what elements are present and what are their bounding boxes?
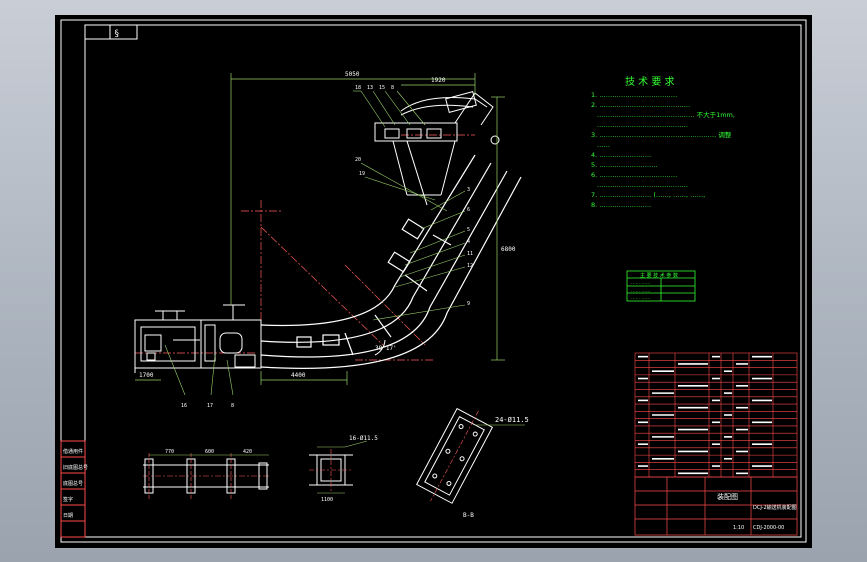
callout-left-0: 20 bbox=[355, 157, 361, 163]
drawing-sheet: § 借通用件 旧底图总号 底图总号 签字 日期 bbox=[55, 15, 812, 548]
tech-note-8: 6. ……………………………… bbox=[591, 171, 677, 179]
tech-note-2: ……………………………………… 不大于1mm, bbox=[597, 110, 735, 119]
stamp-label-0: 借通用件 bbox=[63, 448, 83, 455]
param-table-title: 主 要 技 术 参 数 bbox=[640, 272, 678, 279]
leaders bbox=[164, 90, 466, 396]
callout-right-1: 6 bbox=[467, 207, 470, 213]
tech-note-11: 8. …………………… bbox=[591, 201, 651, 209]
curved-trough bbox=[260, 154, 522, 369]
detail-holes-note: 24-Ø11.5 bbox=[495, 416, 529, 424]
tech-note-9: …………………………………… bbox=[597, 181, 688, 189]
plan-view bbox=[143, 453, 269, 499]
bom-table bbox=[634, 352, 798, 478]
callout-bottom-2: 8 bbox=[231, 403, 234, 409]
inner-frame bbox=[84, 24, 802, 538]
title-drawing-number: CDJ-2000-00 bbox=[753, 525, 784, 531]
param-row-1: …… …… bbox=[631, 289, 650, 294]
plan-dim-2: 420 bbox=[243, 449, 252, 455]
stamp-column bbox=[60, 440, 86, 538]
param-row-2: …… …… bbox=[631, 296, 650, 301]
angle-arc bbox=[374, 339, 386, 356]
callout-top-3: 8 bbox=[391, 85, 394, 91]
section-sub-dim: 1100 bbox=[321, 497, 333, 503]
tech-notes-title: 技 术 要 求 bbox=[625, 75, 675, 88]
title-name-label: 装配图 bbox=[717, 492, 738, 501]
dim-overall-width: 5050 bbox=[345, 71, 360, 78]
stamp-label-2: 底图总号 bbox=[63, 480, 83, 487]
callout-right-4: 11 bbox=[467, 251, 473, 257]
section-view bbox=[309, 449, 353, 491]
drive-base bbox=[134, 304, 262, 373]
cad-drawing: § 借通用件 旧底图总号 底图总号 签字 日期 bbox=[60, 19, 807, 543]
corner-mark: § bbox=[114, 29, 119, 39]
title-block bbox=[634, 476, 798, 536]
callout-right-6: 9 bbox=[467, 301, 470, 307]
plan-dim-1: 600 bbox=[205, 449, 214, 455]
title-drawing-name: DCJ-2输送机装配图 bbox=[753, 504, 797, 511]
stamp-label-3: 签字 bbox=[63, 496, 73, 503]
tech-note-7: 5. ……………………… bbox=[591, 161, 658, 169]
tech-note-1: 2. …………………………………… bbox=[591, 101, 690, 109]
main-view: 39°17' 5050 1920 6800 4400 1700 bbox=[134, 71, 522, 409]
tech-note-5: …… bbox=[597, 141, 610, 149]
callout-left-1: 19 bbox=[359, 171, 365, 177]
callout-top-1: 13 bbox=[367, 85, 373, 91]
callout-top-2: 15 bbox=[379, 85, 385, 91]
detail-section-mark: B-B bbox=[463, 512, 474, 519]
tech-note-10: 7. …………………… (……, ……, ……, bbox=[591, 191, 705, 199]
dim-base-width: 4400 bbox=[291, 372, 306, 379]
angle-dim: 39°17' bbox=[375, 345, 397, 352]
dim-overall-height: 6800 bbox=[501, 246, 516, 253]
callout-bottom-0: 16 bbox=[181, 403, 187, 409]
detail-view bbox=[416, 407, 525, 504]
section-dims bbox=[317, 440, 368, 494]
tech-note-0: 1. ……………………………… bbox=[591, 91, 677, 99]
dim-left-small: 1700 bbox=[139, 372, 154, 379]
dim-top-width: 1920 bbox=[431, 77, 446, 84]
callout-right-5: 12 bbox=[467, 263, 473, 269]
title-scale: 1:10 bbox=[733, 525, 744, 531]
plan-dim-0: 770 bbox=[165, 449, 174, 455]
callout-right-0: 3 bbox=[467, 187, 470, 193]
dimensions bbox=[135, 73, 505, 385]
corner-block: § bbox=[84, 24, 138, 40]
callout-right-2: 5 bbox=[467, 227, 470, 233]
tech-notes: 技 术 要 求 1. ……………………………… 2. …………………………………… bbox=[591, 75, 735, 209]
param-table bbox=[626, 270, 696, 302]
section-hole-note: 16-Ø11.5 bbox=[349, 435, 378, 442]
tech-note-4: 3. ……………………………………………… 调整 bbox=[591, 130, 732, 139]
callout-top-0: 18 bbox=[355, 85, 361, 91]
tech-note-6: 4. …………………… bbox=[591, 151, 651, 159]
stamp-label-4: 日期 bbox=[63, 513, 73, 519]
param-row-0: …… …… bbox=[631, 281, 650, 286]
outer-frame bbox=[60, 19, 807, 543]
stamp-label-1: 旧底图总号 bbox=[63, 464, 88, 471]
callout-right-3: 4 bbox=[467, 239, 470, 245]
callout-bottom-1: 17 bbox=[207, 403, 213, 409]
tech-note-3: …………………………………… bbox=[597, 121, 688, 129]
head-unit bbox=[374, 91, 500, 206]
